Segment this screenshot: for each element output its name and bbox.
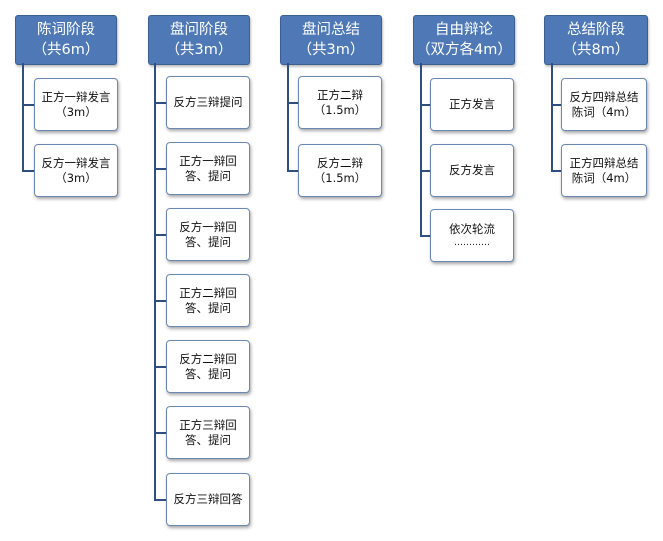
stage-item: 反方二辩回答、提问 [166, 340, 250, 393]
stage-header-2: 盘问阶段 （共3m） [148, 15, 250, 65]
stage-header-5: 总结阶段 （共8m） [544, 15, 648, 65]
stage-item: 依次轮流 ………… [430, 209, 514, 262]
stage-item: 反方发言 [430, 144, 514, 197]
stage-header-3: 盘问总结 （共3m） [280, 15, 382, 65]
connector-line [551, 63, 553, 171]
connector-line [154, 432, 166, 434]
connector-line [420, 235, 430, 237]
connector-line [154, 102, 166, 104]
stage-item: 正方四辩总结陈词（4m） [561, 144, 647, 197]
connector-line [420, 104, 430, 106]
stage-item: 正方二辩回答、提问 [166, 274, 250, 327]
stage-item: 反方一辩回答、提问 [166, 208, 250, 261]
connector-line [22, 63, 24, 171]
stage-item: 正方二辩（1.5m） [298, 76, 382, 129]
stage-title: 陈词阶段 [37, 22, 95, 38]
connector-line [154, 366, 166, 368]
connector-line [551, 170, 561, 172]
stage-item: 正方一辩回答、提问 [166, 142, 250, 195]
stage-duration: （共6m） [32, 42, 100, 58]
connector-line [420, 170, 430, 172]
connector-line [154, 499, 166, 501]
stage-item: 反方三辩提问 [166, 76, 250, 129]
connector-line [154, 234, 166, 236]
stage-header-4: 自由辩论 （双方各4m） [413, 15, 515, 65]
connector-line [154, 300, 166, 302]
connector-line [154, 168, 166, 170]
stage-item: 正方三辩回答、提问 [166, 406, 250, 459]
stage-header-1: 陈词阶段 （共6m） [15, 15, 117, 65]
connector-line [551, 104, 561, 106]
stage-item: 反方四辩总结陈词（4m） [561, 78, 647, 131]
stage-item: 正方一辩发言（3m） [34, 78, 118, 131]
stage-title: 总结阶段 [567, 22, 625, 38]
connector-line [287, 170, 298, 172]
stage-duration: （共3m） [165, 42, 233, 58]
stage-duration: （共8m） [562, 42, 630, 58]
stage-item: 正方发言 [430, 78, 514, 131]
stage-title: 自由辩论 [435, 22, 493, 38]
connector-line [287, 63, 289, 171]
stage-title: 盘问总结 [302, 22, 360, 38]
stage-item: 反方二辩（1.5m） [298, 144, 382, 197]
stage-duration: （共3m） [297, 42, 365, 58]
connector-line [420, 63, 422, 237]
stage-title: 盘问阶段 [170, 22, 228, 38]
connector-line [287, 102, 298, 104]
connector-line [154, 63, 156, 501]
stage-duration: （双方各4m） [416, 42, 512, 58]
stage-item: 反方一辩发言（3m） [34, 144, 118, 197]
connector-line [22, 170, 34, 172]
stage-item: 反方三辩回答 [166, 473, 250, 526]
connector-line [22, 104, 34, 106]
